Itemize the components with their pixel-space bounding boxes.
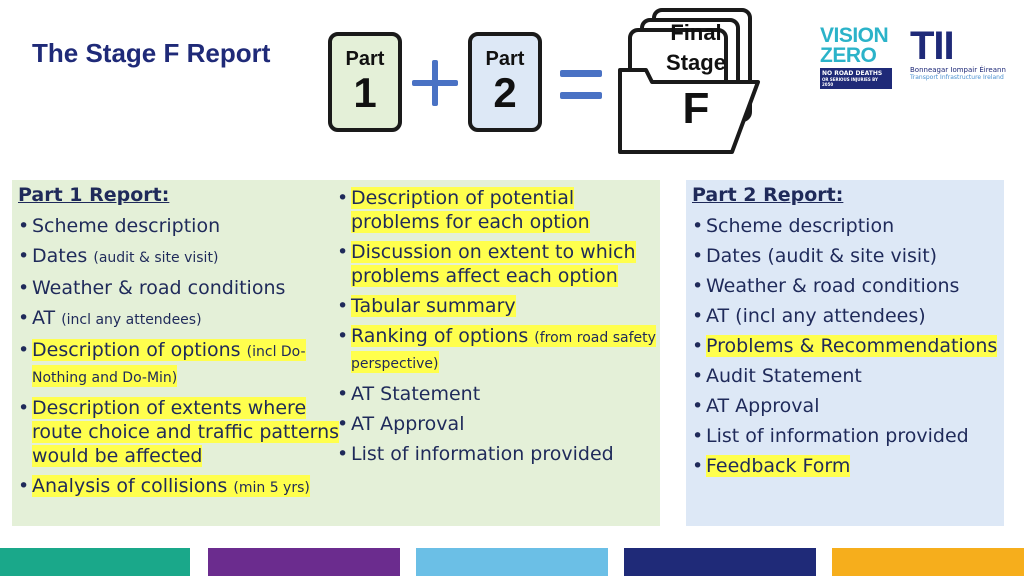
part-2-label: Part — [485, 48, 525, 70]
list-item: Dates (audit & site visit) — [692, 244, 1004, 268]
vision-zero-logo: VISION ZERO NO ROAD DEATHS OR SERIOUS IN… — [820, 25, 892, 89]
list-item: Audit Statement — [692, 364, 1004, 388]
part-1-card: Part 1 — [328, 32, 402, 132]
list-item: List of information provided — [337, 442, 657, 466]
part-2-heading: Part 2 Report: — [692, 184, 844, 206]
list-item: Feedback Form — [692, 454, 1004, 478]
list-item: AT (incl any attendees) — [18, 306, 340, 332]
list-item: AT Approval — [692, 394, 1004, 418]
footer-bar-purple — [208, 548, 400, 576]
part-2-number: 2 — [493, 69, 517, 116]
tii-logo: TII Bonneagar Iompair Éireann Transport … — [910, 24, 1006, 81]
part-1-label: Part — [345, 48, 385, 70]
footer-bar-light-blue — [416, 548, 608, 576]
list-item: Ranking of options (from road safety per… — [337, 324, 657, 376]
list-item: Weather & road conditions — [18, 276, 340, 300]
plus-icon — [412, 60, 458, 106]
part-2-card: Part 2 — [468, 32, 542, 132]
list-item: Scheme description — [692, 214, 1004, 238]
part-1-number: 1 — [353, 69, 377, 116]
footer-bar-teal — [0, 548, 190, 576]
list-item: Weather & road conditions — [692, 274, 1004, 298]
list-item: Description of options (incl Do-Nothing … — [18, 338, 340, 390]
list-item: Discussion on extent to which problems a… — [337, 240, 657, 288]
equals-icon — [560, 70, 602, 100]
part-2-report-list: Part 2 Report: Scheme description Dates … — [692, 180, 1004, 478]
list-item: Analysis of collisions (min 5 yrs) — [18, 474, 340, 500]
part-1-report-list: Part 1 Report: Scheme description Dates … — [18, 180, 340, 500]
list-item: Scheme description — [18, 214, 340, 238]
folder-icon — [618, 8, 760, 154]
final-stage-line-2: Stage — [666, 50, 726, 75]
footer-bar-orange — [832, 548, 1024, 576]
part-1-heading: Part 1 Report: — [18, 184, 170, 206]
final-stage-line-1: Final — [670, 20, 722, 45]
footer-bar-navy — [624, 548, 816, 576]
list-item: Problems & Recommendations — [692, 334, 1004, 358]
final-stage-letter: F — [682, 84, 710, 133]
list-item: List of information provided — [692, 424, 1004, 448]
list-item: Description of potential problems for ea… — [337, 186, 657, 234]
list-item: AT Statement — [337, 382, 657, 406]
list-item: Tabular summary — [337, 294, 657, 318]
list-item: AT (incl any attendees) — [692, 304, 1004, 328]
page-title: The Stage F Report — [32, 38, 271, 68]
list-item: Description of extents where route choic… — [18, 396, 340, 468]
part-1-report-list-continued: Description of potential problems for ea… — [337, 180, 657, 466]
list-item: Dates (audit & site visit) — [18, 244, 340, 270]
list-item: AT Approval — [337, 412, 657, 436]
